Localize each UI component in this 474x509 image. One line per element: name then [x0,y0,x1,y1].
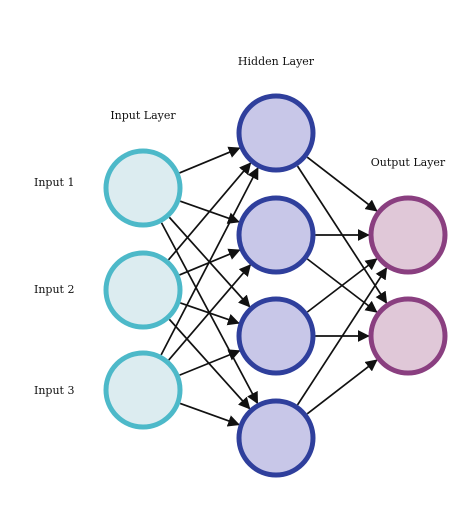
input-3-label: Input 3 [34,384,74,397]
output-node-2 [368,296,448,376]
output-node-1 [368,195,448,275]
connection-hidden-4-to-output-1 [296,267,388,406]
input-node-3 [103,350,183,430]
connection-hidden-4-to-output-2 [306,359,378,415]
input-2-label: Input 2 [34,283,74,296]
connection-input-2-to-hidden-4 [168,318,251,410]
connection-input-3-to-hidden-4 [179,402,240,427]
hidden-node-1 [236,93,316,173]
connection-input-3-to-hidden-2 [168,264,252,361]
connection-input-2-to-hidden-1 [167,162,252,261]
hidden-node-4 [236,398,316,478]
input-node-2 [103,250,183,330]
hidden-node-3 [236,296,316,376]
connection-input-1-to-hidden-1 [179,146,241,174]
neurons [103,93,448,478]
output-layer-title: Output Layer [371,156,446,169]
connection-hidden-1-to-output-1 [306,156,378,212]
connection-input-3-to-hidden-1 [160,167,259,356]
input-node-1 [103,148,183,228]
connections [160,146,388,427]
hidden-node-2 [236,195,316,275]
hidden-layer-title: Hidden Layer [238,55,315,68]
connection-input-3-to-hidden-3 [179,349,241,376]
connection-hidden-3-to-output-1 [306,258,378,313]
input-layer-title: Input Layer [110,109,176,122]
input-1-label: Input 1 [34,176,74,189]
